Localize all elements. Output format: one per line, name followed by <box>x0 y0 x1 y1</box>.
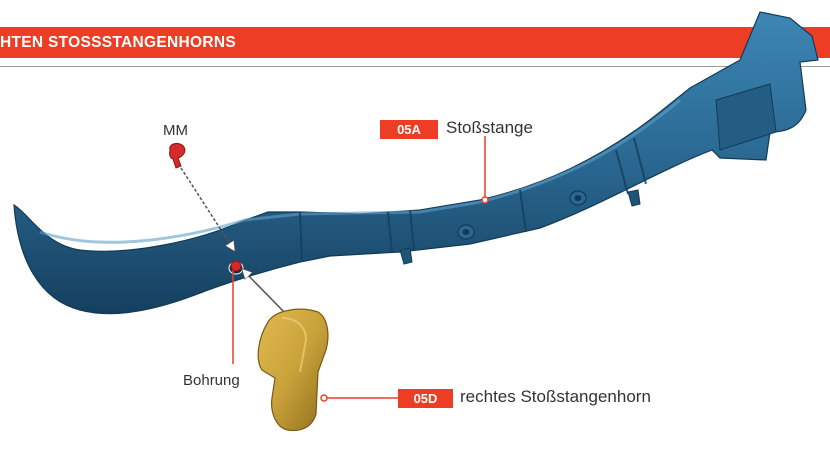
callout-badge-05a: 05A <box>380 120 438 139</box>
callout-text-05d: rechtes Stoßstangenhorn <box>460 387 651 407</box>
bohrung-label: Bohrung <box>183 372 240 389</box>
bumper-horn <box>258 309 328 430</box>
hole-clip <box>231 261 241 271</box>
mm-label: MM <box>163 122 188 139</box>
bumper-body <box>14 12 818 314</box>
mm-clip-icon <box>170 143 185 168</box>
horn-arrow <box>243 270 288 316</box>
callout-text-05a: Stoßstange <box>446 118 533 138</box>
callout-badge-05d: 05D <box>398 389 453 408</box>
